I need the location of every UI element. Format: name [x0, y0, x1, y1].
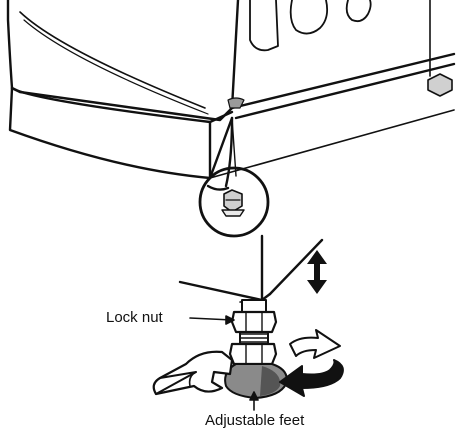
- curved-arrow-rotate-icon: [279, 329, 344, 397]
- double-arrow-vertical-icon: [307, 250, 327, 294]
- adjustable-feet-label: Adjustable feet: [205, 412, 305, 429]
- lock-nut-leader: [189, 315, 235, 325]
- adjustable-foot-assembly: [224, 299, 288, 399]
- detail-highlight-circle: [198, 166, 270, 238]
- lock-nut-label: Lock nut: [106, 309, 163, 326]
- lock-nut-shape: [230, 310, 278, 334]
- enlarged-corner-detail: [178, 234, 324, 303]
- wrench-icon: [152, 350, 234, 396]
- corner-foot: [221, 189, 245, 217]
- washer-cabinet: [6, 0, 456, 191]
- feet-leader: [249, 391, 259, 411]
